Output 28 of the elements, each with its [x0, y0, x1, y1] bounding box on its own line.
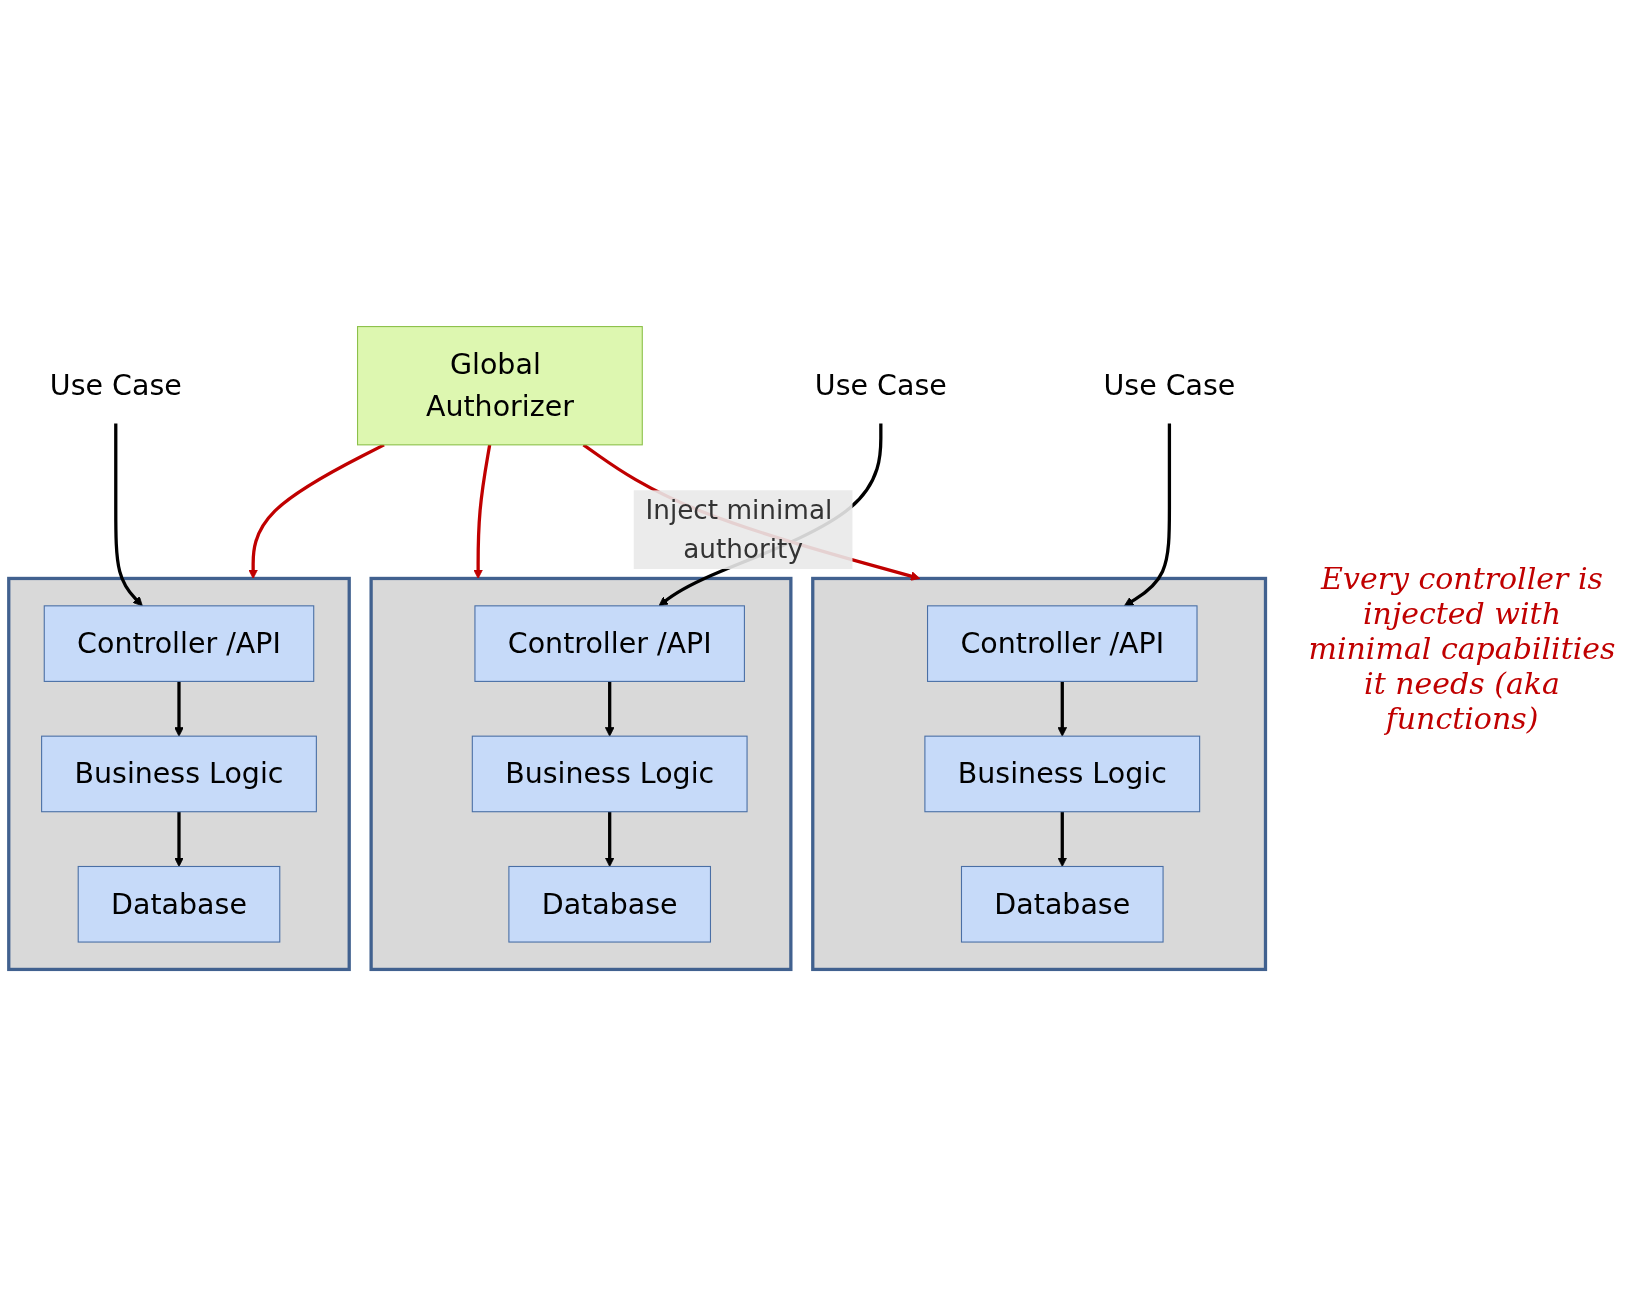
annotation-note: Every controller is injected with minimal capabilities it needs (aka functions): [1307, 560, 1617, 736]
node-box: Global Authorizer: [357, 326, 643, 446]
node-box: Database: [508, 865, 711, 943]
arrow: [604, 811, 615, 867]
arrow: [114, 423, 143, 607]
arrow: [174, 811, 184, 867]
arrow: [174, 681, 184, 737]
node-box: Business Logic: [41, 735, 317, 813]
arrow: [248, 443, 385, 579]
node-box: Controller /API: [43, 605, 315, 682]
node-box: Business Logic: [924, 735, 1201, 813]
edge-label: Inject minimal authority: [645, 494, 833, 565]
node-box: Database: [960, 865, 1164, 943]
cluster: [811, 576, 1268, 972]
cluster: [7, 576, 351, 972]
node-box: Business Logic: [471, 735, 748, 813]
node-text: Use Case: [1103, 368, 1236, 402]
arrow: [1057, 681, 1068, 737]
node-box: Controller /API: [927, 605, 1198, 682]
node-text: Use Case: [814, 368, 947, 402]
arrow: [604, 681, 615, 737]
arrow: [1057, 811, 1068, 867]
arrow: [1123, 423, 1172, 607]
node-text: Use Case: [49, 368, 182, 402]
arrow: [473, 444, 492, 579]
node-box: Database: [77, 865, 281, 943]
node-box: Controller /API: [474, 605, 745, 682]
cluster: [369, 576, 793, 972]
